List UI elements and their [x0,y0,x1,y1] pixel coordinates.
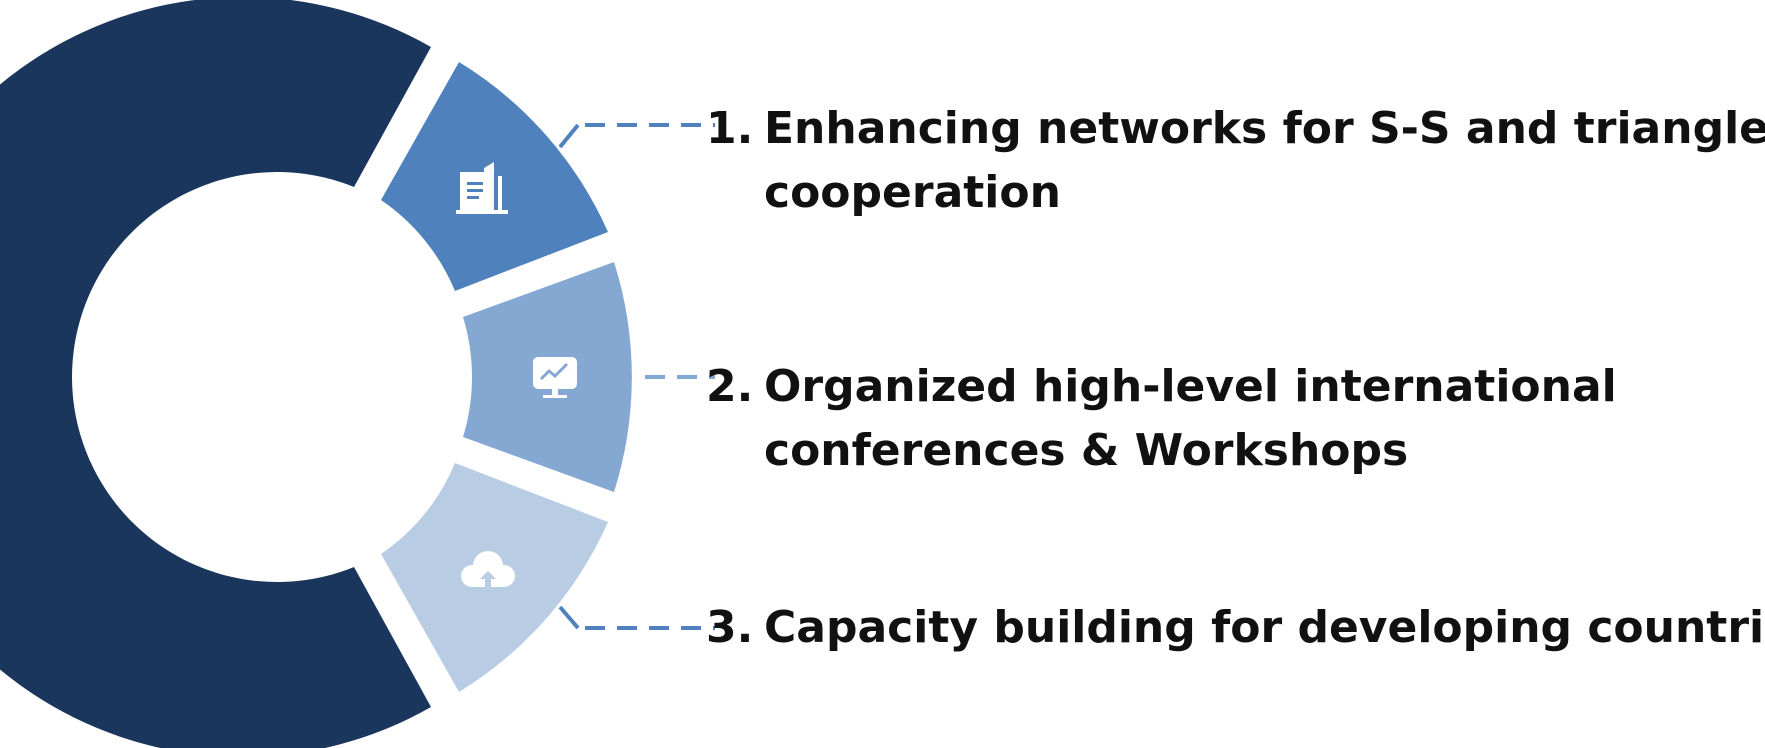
item-1-line-1: 1.Enhancing networks for S-S and triangl… [706,97,1765,161]
monitor-chart-icon [533,357,577,398]
item-3-title: Capacity building for developing countri… [764,602,1765,653]
connector-3 [558,605,715,630]
item-3-number: 3. [706,602,754,653]
item-2-number: 2. [706,361,754,412]
segment-1 [381,62,608,291]
item-1-number: 1. [706,103,754,154]
item-1-text: 1.Enhancing networks for S-S and triangl… [706,97,1765,225]
item-3-line-1: 3.Capacity building for developing count… [706,596,1765,660]
item-2-line-1: 2.Organized high-level international [706,355,1617,419]
item-2-text: 2.Organized high-level international con… [706,355,1617,483]
item-1-line-2: cooperation [764,167,1061,218]
ring-main-segment [0,0,431,748]
connector-1 [558,123,715,149]
item-2-title: Organized high-level international [764,361,1617,412]
item-3-text: 3.Capacity building for developing count… [706,596,1765,660]
item-2-line-2: conferences & Workshops [764,425,1409,476]
cloud-upload-icon [461,551,515,587]
item-1-title: Enhancing networks for S-S and triangle [764,103,1765,154]
building-icon [456,162,508,214]
